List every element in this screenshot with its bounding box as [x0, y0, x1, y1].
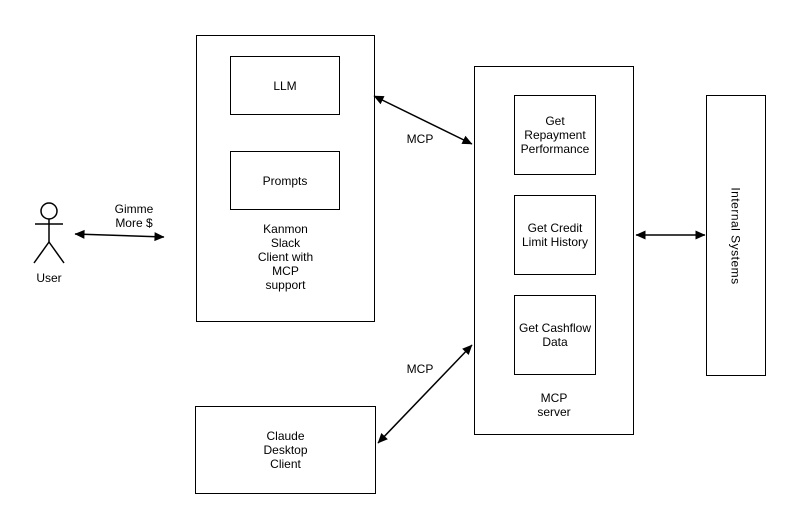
actor-right-leg [48, 241, 65, 264]
user-actor-label: User [36, 271, 62, 285]
actor-left-leg [33, 241, 50, 264]
kanmon-to-mcp-server-arrow [373, 95, 473, 145]
user-actor-figure [33, 202, 65, 264]
user-to-kanmon-arrow [74, 229, 165, 242]
get-repayment-performance-box: Get Repayment Performance [514, 95, 596, 175]
claude-mcp-edge-label: MCP [406, 362, 434, 376]
kanmon-mcp-edge-label: MCP [406, 132, 434, 146]
actor-head [40, 202, 58, 220]
get-credit-limit-history-box: Get Credit Limit History [514, 195, 596, 275]
internal-systems-label: Internal Systems [729, 186, 743, 285]
llm-box: LLM [230, 56, 340, 115]
kanmon-client-box [196, 35, 375, 322]
claude-desktop-client-box: Claude Desktop Client [195, 406, 376, 494]
get-cashflow-data-box: Get Cashflow Data [514, 295, 596, 375]
claude-desktop-client-label: Claude Desktop Client [263, 429, 308, 471]
prompts-box: Prompts [230, 151, 340, 210]
llm-label: LLM [273, 78, 297, 93]
kanmon-client-label: Kanmon Slack Client with MCP support [257, 222, 314, 292]
get-repayment-performance-label: Get Repayment Performance [520, 114, 590, 156]
mcp-server-box [474, 66, 634, 435]
get-cashflow-data-label: Get Cashflow Data [518, 321, 592, 349]
prompts-label: Prompts [262, 173, 308, 188]
get-credit-limit-history-label: Get Credit Limit History [521, 221, 588, 249]
mcp-server-label: MCP server [537, 391, 571, 419]
internal-systems-box: Internal Systems [706, 95, 766, 376]
user-request-edge-label: Gimme More $ [114, 202, 154, 230]
claude-to-mcp-server-arrow [377, 344, 473, 444]
